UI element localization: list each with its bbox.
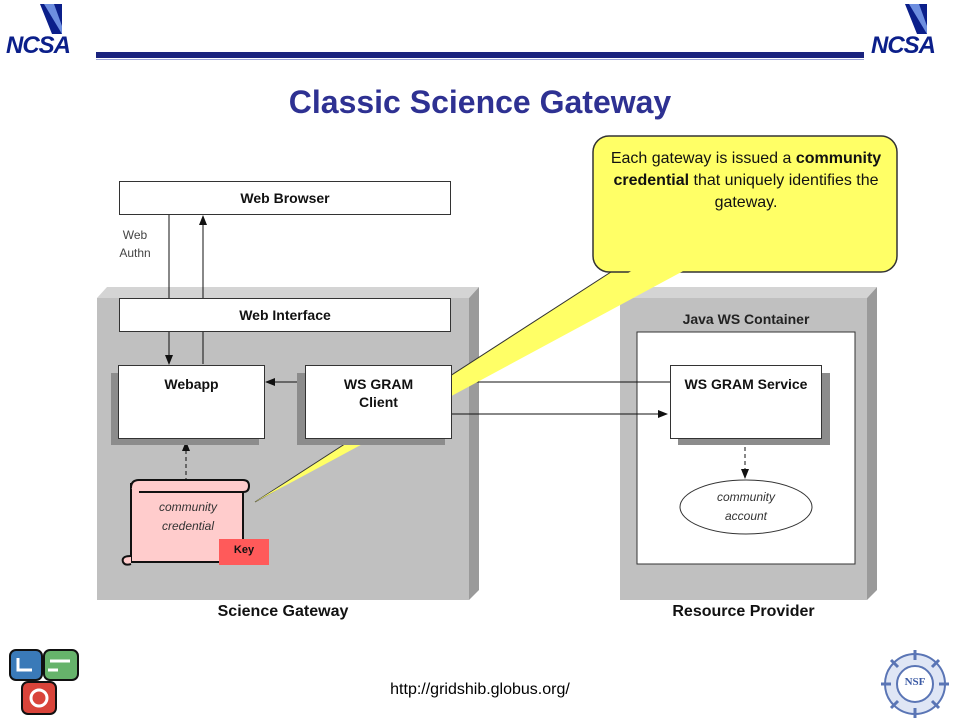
resource-provider-panel-top [620, 287, 877, 298]
web-interface-box: Web Interface [119, 298, 451, 332]
header-divider-thin [96, 59, 864, 60]
ws-gram-client-box: WS GRAM Client [305, 365, 452, 439]
resource-provider-label: Resource Provider [672, 603, 815, 620]
web-authn-label: Web Authn [119, 228, 151, 260]
callout-text: Each gateway is issued a community crede… [600, 148, 892, 214]
nsf-seal [881, 650, 949, 718]
key-badge: Key [219, 539, 269, 565]
resource-provider-panel-side [867, 287, 877, 600]
ncsa-logo-right: NCSA [865, 0, 960, 60]
callout-text-bold: community credential [613, 150, 882, 189]
gridshib-logo [9, 649, 79, 715]
community-credential-label: community credential [158, 500, 217, 533]
ws-gram-service-box: WS GRAM Service [670, 365, 822, 439]
community-account-label: community account [716, 490, 775, 523]
callout-text-after: that uniquely identifies the gateway. [693, 172, 879, 211]
science-gateway-panel-top [97, 287, 479, 298]
webapp-box: Webapp [118, 365, 265, 439]
nsf-seal-text: NSF [904, 676, 926, 688]
science-gateway-label: Science Gateway [217, 603, 349, 620]
callout-bubble [592, 135, 898, 273]
java-ws-container-label: Java WS Container [682, 311, 810, 327]
web-browser-box: Web Browser [119, 181, 451, 215]
callout-text-before: Each gateway is issued a [610, 150, 792, 167]
community-account-ellipse [679, 479, 813, 535]
footer-url[interactable]: http://gridshib.globus.org/ [390, 681, 570, 698]
ncsa-logo-left: NCSA [0, 0, 95, 60]
science-gateway-panel-side [469, 287, 479, 600]
header-divider [96, 52, 864, 58]
page-title: Classic Science Gateway [288, 84, 672, 120]
